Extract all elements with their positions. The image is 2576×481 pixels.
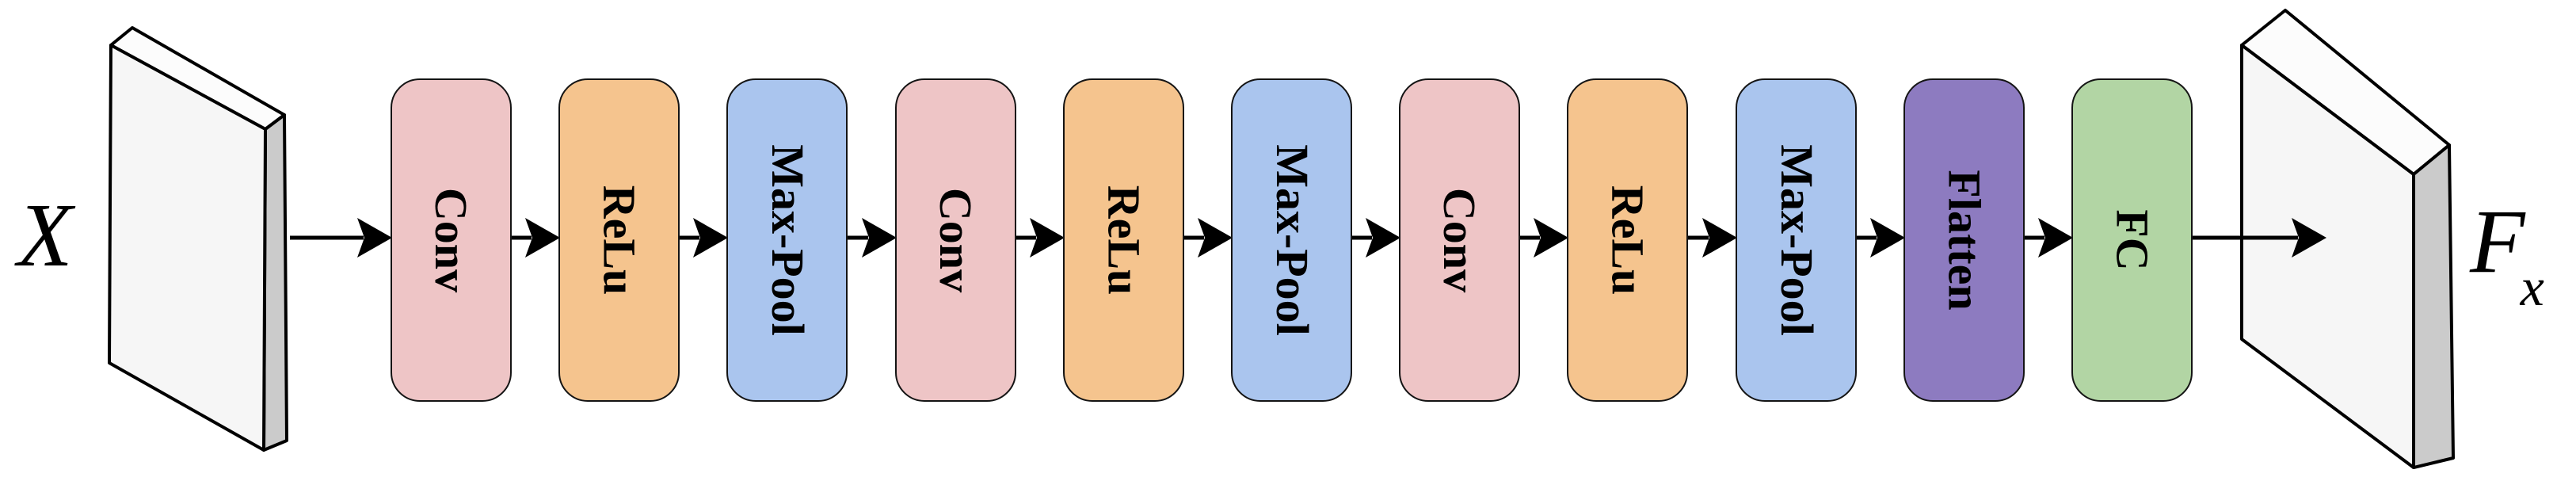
flow-arrow — [1857, 218, 1905, 258]
flow-arrow — [680, 218, 728, 258]
layer-label: ReLu — [593, 185, 646, 296]
arrowhead-icon — [1198, 218, 1233, 258]
flow-arrow — [1688, 218, 1737, 258]
arrowhead-icon — [357, 218, 392, 258]
layer-label: ReLu — [1098, 185, 1150, 296]
output-tensor-label: Fx — [2470, 197, 2549, 315]
layer-box-relu-1: ReLu — [558, 78, 680, 402]
flow-arrow — [1352, 218, 1400, 258]
arrowhead-icon — [2038, 218, 2073, 258]
layer-box-conv-3: Conv — [1399, 78, 1520, 402]
layer-box-maxpool-3: Max-Pool — [1736, 78, 1857, 402]
input-tensor-shape — [108, 26, 288, 452]
layer-label: Conv — [1434, 187, 1486, 293]
layer-box-conv-2: Conv — [895, 78, 1016, 402]
layer-label: Flatten — [1938, 170, 1991, 311]
arrowhead-icon — [1702, 218, 1737, 258]
layer-label: Conv — [425, 187, 478, 293]
output-tensor-side-face — [2412, 143, 2455, 469]
layer-label: ReLu — [1602, 185, 1654, 296]
layer-label: Max-Pool — [1770, 144, 1823, 336]
layer-box-conv-1: Conv — [391, 78, 512, 402]
arrowhead-icon — [1870, 218, 1905, 258]
arrowhead-icon — [525, 218, 560, 258]
input-tensor-side-face — [262, 113, 288, 452]
flow-arrow — [2193, 218, 2326, 258]
arrowhead-icon — [862, 218, 897, 258]
output-label-subscript: x — [2520, 257, 2544, 317]
flow-arrow — [848, 218, 897, 258]
flow-arrow — [1520, 218, 1568, 258]
layer-box-maxpool-1: Max-Pool — [726, 78, 848, 402]
output-tensor-front-face — [2240, 44, 2415, 469]
arrowhead-icon — [1030, 218, 1065, 258]
layer-label: Conv — [930, 187, 982, 293]
input-tensor-front-face — [108, 44, 267, 452]
flow-arrows — [290, 218, 2326, 258]
input-tensor-label: X — [17, 185, 73, 285]
flow-arrow — [2025, 218, 2073, 258]
arrowhead-icon — [1366, 218, 1400, 258]
layer-label: Max-Pool — [1266, 144, 1318, 336]
layer-label: Max-Pool — [761, 144, 814, 336]
layer-box-fc: FC — [2071, 78, 2193, 402]
arrowhead-icon — [693, 218, 728, 258]
layer-box-maxpool-2: Max-Pool — [1231, 78, 1352, 402]
flow-arrow — [512, 218, 560, 258]
layer-label: FC — [2106, 209, 2159, 271]
flow-arrow — [1184, 218, 1233, 258]
layer-box-relu-2: ReLu — [1063, 78, 1184, 402]
flow-arrow — [290, 218, 392, 258]
layer-box-relu-3: ReLu — [1567, 78, 1688, 402]
output-label-base: F — [2470, 191, 2525, 292]
arrowhead-icon — [2292, 218, 2326, 258]
output-tensor-shape — [2240, 9, 2455, 469]
flow-arrow — [1016, 218, 1065, 258]
layer-box-flatten: Flatten — [1903, 78, 2025, 402]
arrowhead-icon — [1534, 218, 1568, 258]
